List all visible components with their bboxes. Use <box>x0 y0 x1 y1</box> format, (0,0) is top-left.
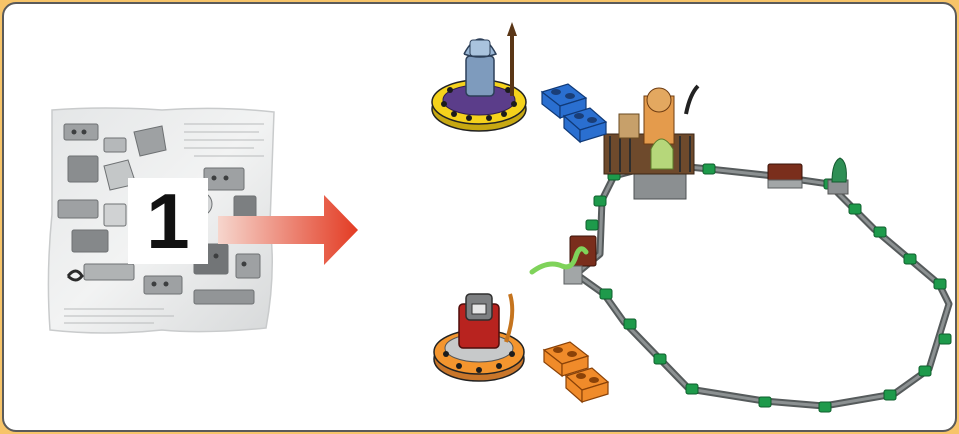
temple-build <box>603 84 700 200</box>
track-chain <box>529 157 953 413</box>
orange-bricks <box>542 341 610 404</box>
blue-bricks <box>540 83 608 144</box>
blue-snake-spinner-icon <box>431 22 527 132</box>
green-statue <box>827 157 849 195</box>
build-scene <box>431 22 953 413</box>
parts-bag-icon: 1 <box>44 104 279 341</box>
right-arrow-icon <box>218 195 358 270</box>
red-warrior-spinner-icon <box>433 293 525 382</box>
bag-number-label: 1 <box>128 178 208 264</box>
